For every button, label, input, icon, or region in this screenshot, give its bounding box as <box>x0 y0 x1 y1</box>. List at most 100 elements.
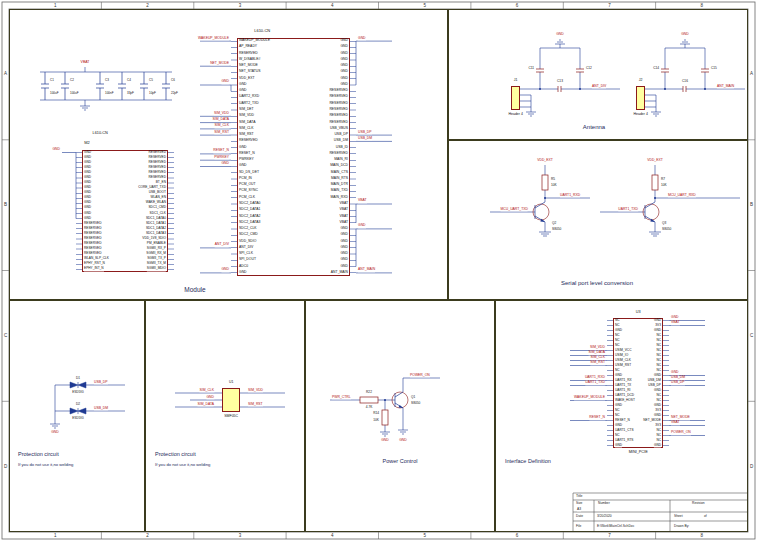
pin-name: UART2_RXD <box>239 96 259 99</box>
pin-name: VBAT <box>339 221 348 224</box>
title-block-cell: File <box>576 525 581 528</box>
grid-reference: 7 <box>608 3 611 8</box>
resistor-symbol <box>382 410 388 425</box>
net-label: POWER_ON <box>671 431 691 434</box>
component-label: C16 <box>682 80 688 83</box>
pin-name: MAIN_CTS <box>331 171 348 174</box>
net-label: NET_MODE <box>210 62 229 65</box>
pin-name: PCM_IN <box>239 177 252 180</box>
net-label: USB_DP <box>671 381 685 384</box>
pin-name: GND <box>340 83 348 86</box>
pin-name: GND <box>239 165 247 168</box>
region-title: Interface Definition <box>505 459 551 465</box>
pin-name: GND <box>654 319 661 322</box>
transistor-body <box>533 204 549 220</box>
net-label: POWER_ON <box>410 374 430 377</box>
pin-name: SGMII_MDIO <box>147 268 166 271</box>
pin-stubs <box>350 41 356 276</box>
pin-name: GND <box>340 58 348 61</box>
pin-name: NC <box>615 369 620 372</box>
grid-reference: 7 <box>608 533 611 538</box>
pin-name: USIM_CLK <box>615 359 631 362</box>
pin-name: GND <box>340 39 348 42</box>
pin-name: RESERVED <box>149 176 166 179</box>
pin-name: RESERVED <box>239 140 258 143</box>
component-label: R7 <box>661 178 665 181</box>
grid-reference: 8 <box>701 533 704 538</box>
net-label: USB_DP <box>358 131 372 134</box>
pin-name: NC <box>615 434 620 437</box>
pin-name: NET_MODE <box>239 64 258 67</box>
net-label: WAKEUP_MODULE <box>574 396 605 399</box>
net-label: ANT_MAIN <box>717 85 734 88</box>
wire <box>40 67 172 100</box>
grid-reference: C <box>4 334 7 339</box>
component-label: D1 <box>76 377 80 380</box>
grid-reference: 5 <box>423 533 426 538</box>
pin-stubs <box>168 152 174 272</box>
pin-name: NC <box>656 439 661 442</box>
pin-name: GND <box>654 374 661 377</box>
title-block-cell: Number <box>598 502 610 505</box>
net-label: SIM_RST <box>214 131 229 134</box>
net-label: SIM_VDD <box>590 346 605 349</box>
pin-name: SGMII_TX_M <box>147 263 166 266</box>
net-label: GND <box>671 371 679 374</box>
pin-name: GND <box>84 156 91 159</box>
pin-name: GND <box>84 171 91 174</box>
net-label: GND <box>358 37 366 40</box>
pin-name: UART1_RTS <box>615 439 633 442</box>
component-label: C14 <box>653 67 659 70</box>
pin-name: RESERVED <box>329 96 348 99</box>
title-block-cell: Drawn By: <box>674 525 689 528</box>
grid-reference: A <box>4 72 7 77</box>
component-label: 22pF <box>171 92 178 95</box>
grid-reference: 1 <box>54 533 57 538</box>
pin-name: WAKEUP_MODULE <box>239 39 270 42</box>
pin-name: RESERVED <box>149 166 166 169</box>
pin-name: RESERVED <box>329 121 348 124</box>
ground-symbol <box>539 232 661 236</box>
net-label: GND <box>221 81 229 84</box>
grid-reference: 4 <box>331 533 334 538</box>
pin-name: GND <box>84 151 91 154</box>
grid-reference: 2 <box>146 533 149 538</box>
pin-name: NC <box>656 434 661 437</box>
component-designator: U1 <box>229 381 233 385</box>
pin-name: SDC1_DATA3 <box>146 232 166 235</box>
pin-name: GND <box>340 46 348 49</box>
net-label: RESET_N <box>213 150 229 153</box>
grid-reference: 5 <box>423 3 426 8</box>
pin-name: SGMII_TX_P <box>147 258 166 261</box>
pin-name: SPI_DOUT <box>239 259 256 262</box>
pin-name: GND <box>654 444 661 447</box>
pin-name: RESERVED <box>84 253 101 256</box>
pin-name: SIM_RST <box>239 133 254 136</box>
pin-name: GND <box>84 202 91 205</box>
net-label: GND <box>681 33 689 36</box>
region-panel: Power Control <box>305 300 495 532</box>
pin-name: GND <box>239 83 247 86</box>
pin-name: NC <box>615 409 620 412</box>
net-label: GND <box>51 431 59 434</box>
transistor-body <box>392 392 408 408</box>
region-title: Power Control <box>383 459 418 465</box>
region-panel: L610-CNM2L610-CNModule <box>9 9 448 300</box>
pin-name: GND <box>340 52 348 55</box>
pin-name: RESERVED <box>329 152 348 155</box>
net-label: GND <box>399 439 407 442</box>
emitter-arrow <box>399 405 404 408</box>
capacitor-symbol <box>41 72 170 100</box>
pin-name: NET_STATUS <box>239 71 261 74</box>
wire <box>356 41 392 273</box>
pin-name: UART1_RI <box>615 389 630 392</box>
region-title: Protection circuit <box>18 452 59 458</box>
net-label: SIM_VDD <box>248 389 263 392</box>
pin-name: GND <box>340 234 348 237</box>
component-designator: J1 <box>514 79 518 83</box>
pin-name: GND <box>239 146 247 149</box>
pin-name: CORE_UART_TXD <box>138 187 166 190</box>
junction-dot <box>579 88 581 90</box>
